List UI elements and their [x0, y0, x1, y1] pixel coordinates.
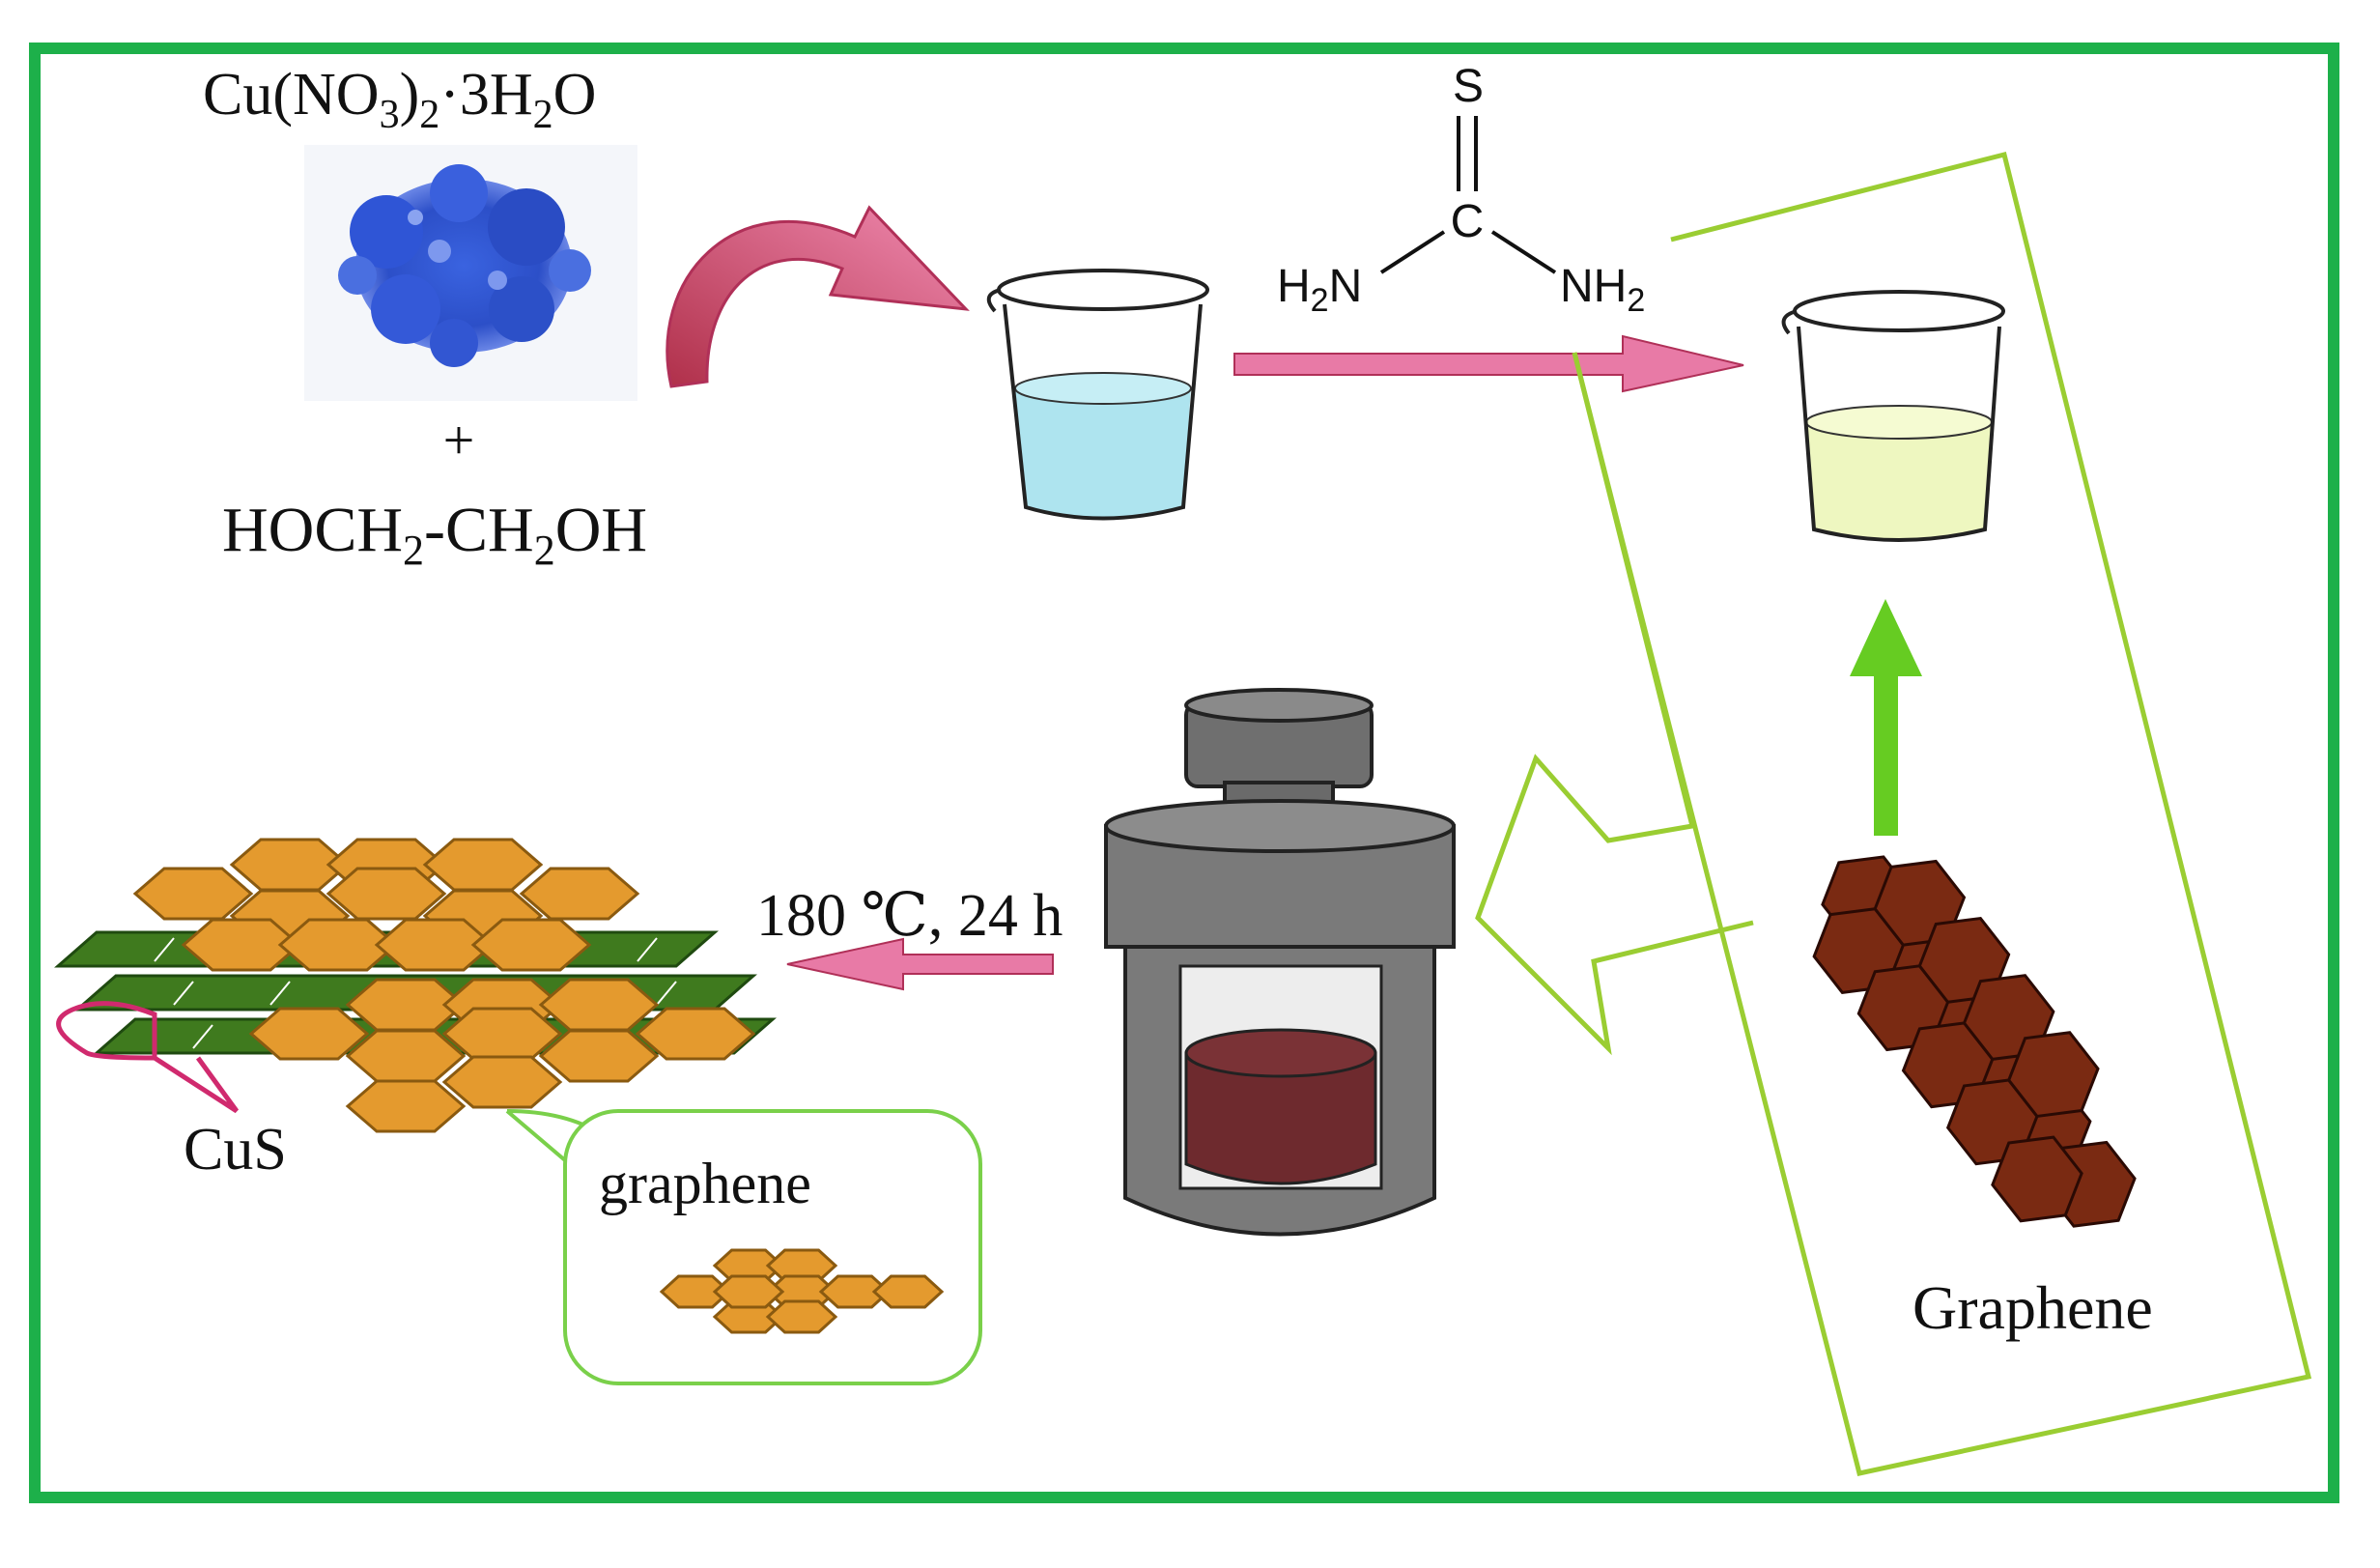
graphene-inset-hexes: [659, 1248, 945, 1334]
lime-outline-arrow: [1475, 352, 1754, 1056]
cus-sheet-line: [192, 1024, 213, 1049]
svg-text:HOCH2-CH2OH: HOCH2-CH2OH: [222, 495, 647, 574]
cus-sheet-line: [637, 937, 658, 962]
pink-arrow-right: [1233, 334, 1744, 393]
cus-label: CuS: [184, 1117, 287, 1183]
graphene-hexagon: [538, 1029, 660, 1083]
graphene-hexagon: [248, 1007, 370, 1061]
graphene-hexagon: [765, 1299, 838, 1334]
copper-nitrate-powder: [304, 145, 638, 401]
graphene-hexagon: [519, 867, 640, 921]
cus-sheet-line: [656, 981, 677, 1006]
plus-sign: +: [443, 409, 475, 471]
svg-text:H2N: H2N: [1277, 261, 1362, 319]
beaker-yellow-solution: [1781, 290, 2005, 542]
graphene-brown-sheet: [1812, 855, 2137, 1228]
graphene-brown-hexagon: [1991, 1135, 2083, 1223]
graphene-hexagon: [132, 867, 254, 921]
graphene-orange-layer-bottom: [248, 978, 756, 1133]
graphene-hexagon: [871, 1274, 945, 1309]
pink-arrow-left: [786, 937, 1054, 991]
svg-text:NH2: NH2: [1560, 261, 1645, 319]
cus-sheet-line: [154, 937, 175, 962]
curved-arrow: [666, 205, 970, 388]
svg-text:C: C: [1451, 196, 1485, 247]
svg-text:S: S: [1453, 61, 1484, 112]
cus-sheet-line: [173, 981, 194, 1006]
graphene-hexagon: [441, 1055, 563, 1109]
outer-frame: [29, 43, 2339, 1503]
cus-sheet-line: [269, 981, 291, 1006]
autoclave: [1104, 688, 1456, 1237]
svg-text:Cu(NO3)2·3H2O: Cu(NO3)2·3H2O: [203, 62, 596, 137]
beaker-blue-solution: [986, 269, 1209, 521]
reaction-conditions: 180 ℃, 24 h: [756, 883, 1062, 949]
graphene-brown-grid: [1812, 855, 2137, 1228]
graphene-hexagon: [712, 1274, 785, 1309]
cus-callout: [56, 1001, 240, 1114]
graphene-inset-label: graphene: [599, 1152, 811, 1215]
ethylene-glycol-formula: HOCH2-CH2OH: [222, 495, 647, 574]
graphene-inset-callout: [505, 1109, 982, 1385]
graphene-hexagon: [422, 838, 544, 892]
graphene-hexagon: [470, 918, 592, 972]
copper-nitrate-formula: Cu(NO3)2·3H2O: [203, 62, 596, 137]
green-up-arrow: [1850, 599, 1922, 836]
graphene-brown-hexagon: [2006, 1031, 2100, 1119]
graphene-orange-layer-top: [132, 838, 640, 972]
graphene-hexagon: [635, 1007, 756, 1061]
graphene-panel-label: Graphene: [1912, 1273, 2153, 1342]
graphene-panel-outline: [1572, 151, 2312, 1476]
thiourea-structure: S C H2N NH2: [1277, 61, 1645, 319]
graphene-hexagon: [345, 1079, 467, 1133]
